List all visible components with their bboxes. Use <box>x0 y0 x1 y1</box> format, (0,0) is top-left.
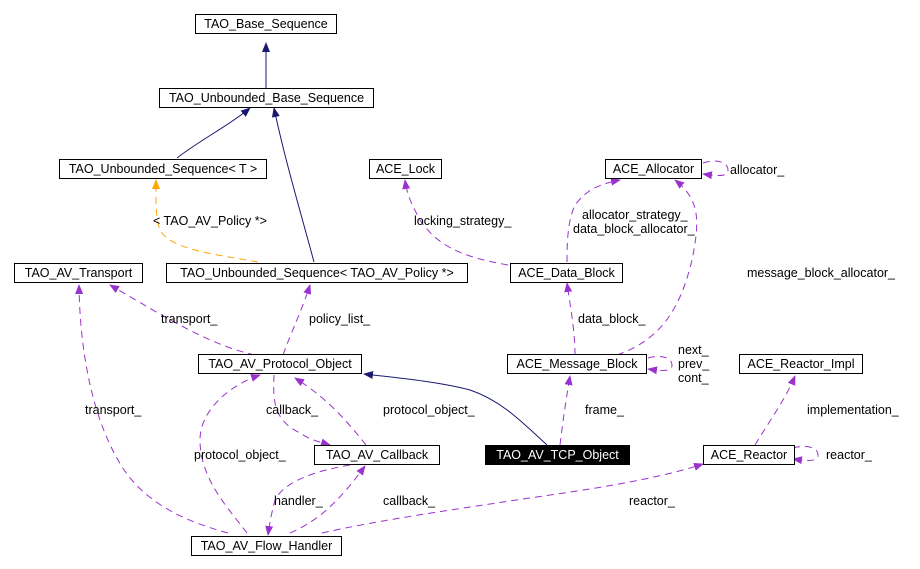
node-tao-unbounded-sequence-t[interactable]: TAO_Unbounded_Sequence< T > <box>59 159 267 179</box>
edge-label-message-block-allocator: message_block_allocator_ <box>747 266 896 280</box>
edge-flow-handler-to-transport <box>75 284 229 534</box>
edge-label-callback-flow: callback_ <box>383 494 436 508</box>
edge-unbounded-seq-t-to-unbounded-base <box>176 107 251 159</box>
edge-reactor-to-reactor-impl <box>754 375 796 446</box>
node-tao-base-sequence[interactable]: TAO_Base_Sequence <box>195 14 337 34</box>
edge-unbounded-seq-policy-to-unbounded-base <box>271 107 315 263</box>
edge-label-transport-flow: transport_ <box>85 403 142 417</box>
node-tao-unbounded-sequence-policy[interactable]: TAO_Unbounded_Sequence< TAO_AV_Policy *> <box>166 263 468 283</box>
node-tao-av-tcp-object[interactable]: TAO_AV_TCP_Object <box>485 445 630 465</box>
edge-label-data-block: data_block_ <box>578 312 646 326</box>
edge-data-block-to-lock <box>402 179 509 266</box>
edge-tcp-object-to-protocol-object <box>363 371 548 446</box>
edge-label-transport-proto: transport_ <box>161 312 218 326</box>
node-ace-allocator[interactable]: ACE_Allocator <box>605 159 702 179</box>
node-ace-reactor-impl[interactable]: ACE_Reactor_Impl <box>739 354 863 374</box>
edge-label-reactor-self: reactor_ <box>826 448 872 462</box>
edge-protocol-object-to-policy-seq <box>282 284 312 356</box>
edge-label-callback-proto: callback_ <box>266 403 319 417</box>
edge-label-protocol-object-cb: protocol_object_ <box>383 403 475 417</box>
edge-message-block-to-allocator <box>616 179 698 356</box>
node-tao-av-protocol-object[interactable]: TAO_AV_Protocol_Object <box>198 354 362 374</box>
edge-protocol-object-to-transport <box>109 284 256 356</box>
edge-label-next: next_ <box>678 343 709 357</box>
edge-template-instantiation <box>151 179 259 263</box>
edge-label-policy-list: policy_list_ <box>309 312 371 326</box>
edge-flow-handler-to-callback <box>289 465 366 534</box>
node-ace-lock[interactable]: ACE_Lock <box>369 159 442 179</box>
edge-label-allocator-strategy: allocator_strategy_ <box>582 208 688 222</box>
node-tao-av-transport[interactable]: TAO_AV_Transport <box>14 263 143 283</box>
edge-label-implementation: implementation_ <box>807 403 899 417</box>
node-tao-av-flow-handler[interactable]: TAO_AV_Flow_Handler <box>191 536 342 556</box>
edge-label-allocator: allocator_ <box>730 163 785 177</box>
edge-allocator-self <box>702 160 729 180</box>
edge-label-cont: cont_ <box>678 371 709 385</box>
edge-data-block-to-allocator <box>566 177 621 263</box>
edge-callback-to-flow-handler <box>265 464 351 536</box>
edge-label-reactor-flow: reactor_ <box>629 494 675 508</box>
edge-label-template-arg: < TAO_AV_Policy *> <box>153 214 267 228</box>
node-ace-reactor[interactable]: ACE_Reactor <box>703 445 795 465</box>
edge-label-data-block-allocator: data_block_allocator_ <box>573 222 695 236</box>
edge-callback-to-protocol-object <box>294 377 367 446</box>
node-tao-unbounded-base-sequence[interactable]: TAO_Unbounded_Base_Sequence <box>159 88 374 108</box>
edge-label-handler: handler_ <box>274 494 323 508</box>
edge-message-block-self <box>647 355 673 375</box>
edge-label-locking-strategy: locking_strategy_ <box>414 214 512 228</box>
edge-label-protocol-object-flow: protocol_object_ <box>194 448 286 462</box>
node-tao-av-callback[interactable]: TAO_AV_Callback <box>314 445 440 465</box>
node-ace-message-block[interactable]: ACE_Message_Block <box>507 354 647 374</box>
edge-flow-handler-to-protocol-object <box>199 374 261 534</box>
edge-label-prev: prev_ <box>678 357 710 371</box>
edge-label-frame: frame_ <box>585 403 624 417</box>
edge-message-block-to-data-block <box>564 282 576 356</box>
edge-flow-handler-to-reactor <box>321 463 704 534</box>
edge-tcp-object-to-message-block <box>559 375 573 446</box>
edge-reactor-self <box>792 445 819 465</box>
node-ace-data-block[interactable]: ACE_Data_Block <box>510 263 623 283</box>
